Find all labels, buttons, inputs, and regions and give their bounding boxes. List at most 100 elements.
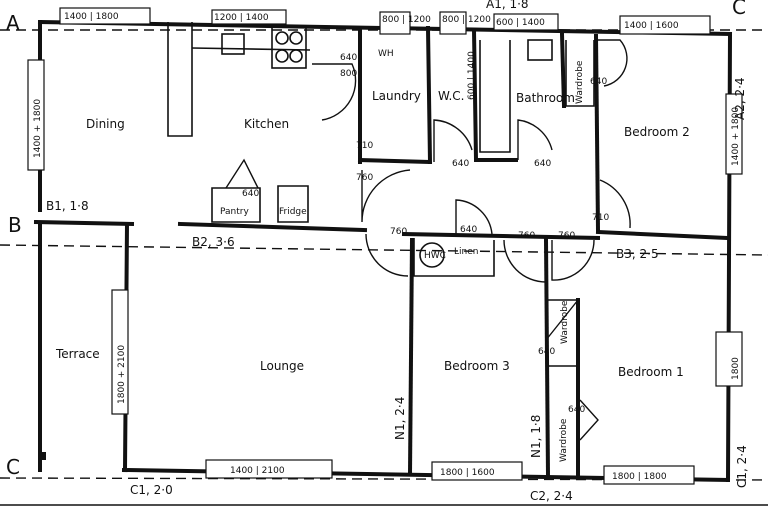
- room-label-wardrobe-lower: Wardrobe: [559, 418, 569, 462]
- corner-marker: [40, 452, 46, 460]
- bath-robe: [565, 40, 595, 107]
- hall-wall-bottom: [401, 231, 601, 241]
- grid-label-a: A: [6, 11, 20, 35]
- beam-label-b1: B1, 1·8: [46, 199, 89, 213]
- stove-burner-3: [275, 49, 289, 63]
- window-label-top-5: 600 | 1400: [496, 18, 545, 28]
- door-label-hall-b: 760: [390, 227, 407, 237]
- door-label-bed2: 710: [592, 213, 609, 223]
- beam-label-c2: C2, 2·4: [530, 489, 573, 503]
- door-label-kitchen: 800: [340, 69, 357, 79]
- door-swing-robe-b: [579, 399, 599, 441]
- door-swing-wc: [433, 119, 473, 162]
- window-label-top-6: 1400 | 1600: [624, 21, 679, 31]
- window-bed1: [603, 465, 695, 485]
- room-label-wardrobe-bath: Wardrobe: [575, 60, 585, 104]
- door-label-pantry: 640: [242, 189, 259, 199]
- sink-box: [221, 33, 245, 55]
- wc-wall-left: [425, 25, 433, 165]
- grid-label-b: B: [8, 213, 22, 237]
- basin-box: [527, 39, 553, 61]
- window-label-left-1: 1400 + 1800: [33, 99, 43, 158]
- room-label-dining: Dining: [86, 117, 125, 131]
- window-label-bed3: 1800 | 1600: [440, 468, 495, 478]
- door-swing-robe2: [596, 39, 628, 87]
- room-label-laundry: Laundry: [372, 89, 421, 103]
- bed3-wall-right: [543, 237, 551, 479]
- window-label-top-3: 800 | 1200: [382, 15, 431, 25]
- window-label-top-4: 800 | 1200: [442, 15, 491, 25]
- door-label-bed1: 760: [558, 231, 575, 241]
- door-swing-kitchen: [312, 63, 357, 121]
- bed2-wall-bottom: [595, 229, 731, 241]
- door-label-bath: 640: [534, 159, 551, 169]
- door-label-bed3: 760: [518, 231, 535, 241]
- window-right-2: [715, 331, 743, 387]
- beam-label-c1: C1, 2·0: [130, 483, 173, 497]
- beam-label-b2: B2, 3·6: [192, 235, 235, 249]
- bed3-wall-left: [407, 237, 415, 477]
- window-lounge: [205, 459, 333, 479]
- room-label-fridge: Fridge: [279, 207, 307, 217]
- window-label-right-1: 1400 + 1800: [731, 107, 741, 166]
- door-label-robe-a: 640: [538, 347, 555, 357]
- door-swing-robe-a: [545, 299, 579, 341]
- door-label-robe-b: 640: [568, 405, 585, 415]
- window-top-5: [493, 13, 559, 31]
- stove-burner-4: [289, 49, 303, 63]
- beam-label-n2: N1, 1·8: [529, 415, 543, 458]
- grid-label-c-right: C: [732, 0, 746, 19]
- bath-wall-right: [559, 31, 567, 109]
- beam-label-n1: N1, 2·4: [393, 397, 407, 440]
- window-top-2: [211, 9, 287, 25]
- door-label-laundry: 710: [356, 141, 373, 151]
- window-terrace: [111, 289, 129, 415]
- room-label-pantry: Pantry: [220, 207, 249, 217]
- door-label-hall-a: 760: [356, 173, 373, 183]
- b2-wall: [177, 221, 368, 233]
- wc-bench: [479, 40, 511, 153]
- laundry-wall-bottom: [357, 157, 431, 165]
- room-label-linen: Linen: [454, 247, 478, 257]
- window-label-wc-side: 600 | 1400: [467, 51, 477, 100]
- kitchen-bench: [167, 22, 193, 137]
- room-label-bedroom3: Bedroom 3: [444, 359, 510, 373]
- door-swing-laundry: [361, 169, 411, 223]
- door-swing-linen: [455, 199, 493, 236]
- window-top-1: [59, 7, 151, 25]
- window-bed3: [431, 461, 523, 481]
- bed2-wall-left: [593, 33, 601, 233]
- room-label-kitchen: Kitchen: [244, 117, 289, 131]
- room-label-wh: WH: [378, 49, 394, 59]
- door-swing-pantry: [225, 158, 259, 189]
- window-label-right-2: 1800: [731, 357, 741, 380]
- beam-label-a1: A1, 1·8: [486, 0, 529, 11]
- door-label-laundry-top: 640: [340, 53, 357, 63]
- door-label-linen: 640: [460, 225, 477, 235]
- terrace-wall-top: [33, 219, 135, 227]
- window-top-3: [379, 11, 411, 35]
- door-swing-hall-left: [365, 233, 409, 277]
- stove-burner-1: [275, 31, 289, 45]
- room-label-wc: W.C.: [438, 89, 465, 103]
- door-swing-bed2: [599, 179, 631, 229]
- window-label-lounge: 1400 | 2100: [230, 466, 285, 476]
- wc-wall-right: [471, 27, 479, 163]
- room-label-hwc: HWC: [424, 251, 446, 261]
- kitchen-bench-top: [191, 47, 311, 51]
- room-label-bedroom2: Bedroom 2: [624, 125, 690, 139]
- fridge-box: [277, 185, 309, 223]
- stove-burner-2: [289, 31, 303, 45]
- room-label-lounge: Lounge: [260, 359, 304, 373]
- room-label-terrace: Terrace: [55, 347, 100, 361]
- beam-label-a2: A2, 2·4: [733, 77, 747, 120]
- room-label-bedroom1: Bedroom 1: [618, 365, 684, 379]
- room-label-wardrobe-upper: Wardrobe: [560, 300, 570, 344]
- door-swing-bed3: [503, 239, 547, 283]
- window-top-6: [619, 15, 711, 35]
- window-label-top-1: 1400 | 1800: [64, 12, 119, 22]
- door-swing-bed1: [551, 239, 595, 281]
- window-left-1: [27, 59, 45, 171]
- beam-label-b3: B3, 2·5: [616, 247, 659, 261]
